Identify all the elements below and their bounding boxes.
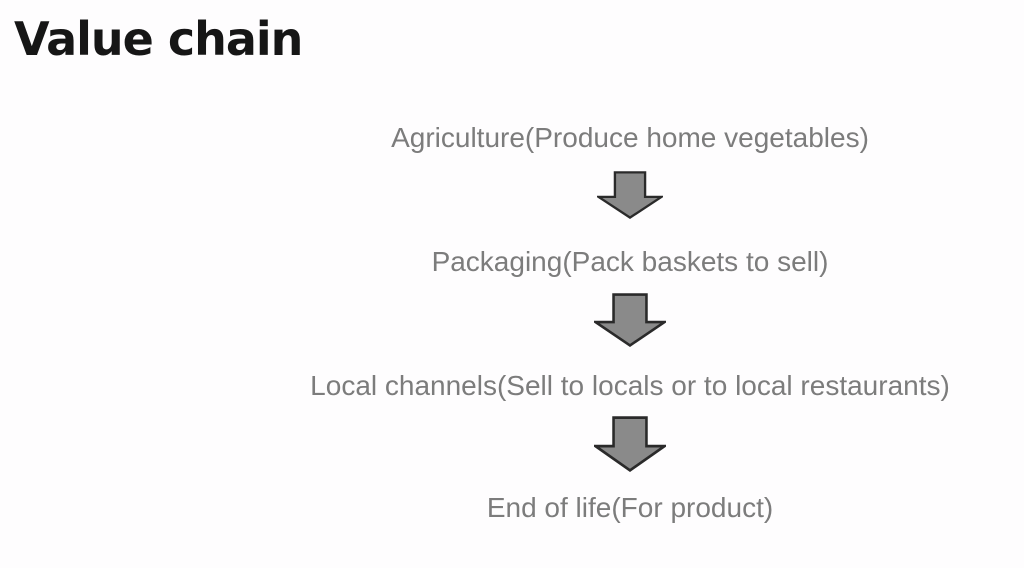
down-arrow-icon	[594, 293, 666, 347]
down-arrow-icon	[594, 416, 666, 472]
value-chain-flow: Agriculture(Produce home vegetables) Pac…	[236, 0, 1024, 568]
stage-label-packaging: Packaging(Pack baskets to sell)	[431, 246, 829, 277]
page-title: Value chain	[14, 12, 303, 66]
stage-label-local-channels: Local channels(Sell to locals or to loca…	[310, 370, 950, 401]
down-arrow-icon	[597, 171, 663, 219]
stage-label-end-of-life: End of life(For product)	[486, 492, 774, 523]
stage-label-agriculture: Agriculture(Produce home vegetables)	[391, 122, 869, 153]
